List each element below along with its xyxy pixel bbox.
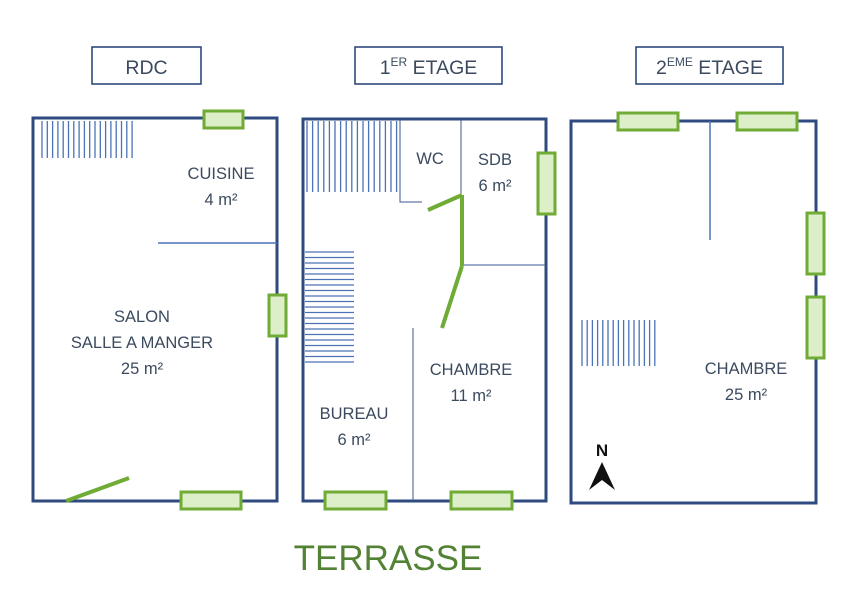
room-cuisine-name: CUISINE xyxy=(188,165,255,183)
etage1-window-bottom-left xyxy=(323,490,388,511)
etage2-window-top-right xyxy=(735,111,799,132)
plan-rdc: CUISINE 4 m² SALON SALLE A MANGER 25 m² xyxy=(31,109,288,511)
rdc-window-bottom xyxy=(179,490,243,511)
floor-tag-rdc: RDC xyxy=(91,46,202,85)
floor-tag-2eme-etage: 2EME ETAGE xyxy=(635,46,784,85)
floor-tag-2eme-etage-text: 2EME ETAGE xyxy=(656,55,763,79)
room-salon-area: 25 m² xyxy=(121,360,164,378)
room-chambre2-name: CHAMBRE xyxy=(705,360,788,378)
north-label: N xyxy=(596,441,608,460)
floor-tag-1er-etage: 1ER ETAGE xyxy=(354,46,503,85)
etage1-window-right xyxy=(536,151,557,216)
room-sdb-area: 6 m² xyxy=(479,177,513,195)
room-cuisine-area: 4 m² xyxy=(205,191,239,209)
rdc-staircase xyxy=(41,121,133,158)
etage1-outer-wall xyxy=(301,117,548,503)
room-bureau-name: BUREAU xyxy=(320,405,389,423)
etage1-staircase-upper xyxy=(306,121,398,192)
floor-tag-rdc-text: RDC xyxy=(125,57,167,79)
wc-partition xyxy=(399,119,422,203)
rdc-entrance-door xyxy=(65,476,130,503)
room-sdb-name: SDB xyxy=(478,151,512,169)
room-wc-name: WC xyxy=(416,150,444,168)
north-arrow-icon xyxy=(589,462,615,490)
etage2-window-right-lower xyxy=(805,295,826,360)
room-bureau-area: 6 m² xyxy=(338,431,372,449)
rdc-window-right xyxy=(267,293,288,338)
floor-tag-1er-etage-text: 1ER ETAGE xyxy=(380,55,478,79)
terrace-label: TERRASSE xyxy=(294,539,483,578)
plan-1er-etage: WC SDB 6 m² CHAMBRE 11 m² BUREAU 6 m² xyxy=(301,117,557,511)
room-chambre1-area: 11 m² xyxy=(451,387,492,405)
wc-door xyxy=(427,193,463,212)
etage2-window-right-upper xyxy=(805,211,826,276)
plan-2eme-etage: CHAMBRE 25 m² N xyxy=(569,111,826,505)
chambre-door xyxy=(440,265,464,329)
etage2-window-top-left xyxy=(616,111,680,132)
etage1-staircase-lower xyxy=(305,251,354,363)
room-chambre2-area: 25 m² xyxy=(725,386,768,404)
etage2-staircase xyxy=(581,320,656,366)
room-salle-a-manger-name: SALLE A MANGER xyxy=(71,334,213,352)
rdc-window-top xyxy=(202,109,245,130)
room-salon-name: SALON xyxy=(114,308,170,326)
north-arrow: N xyxy=(589,441,615,490)
room-chambre1-name: CHAMBRE xyxy=(430,361,513,379)
etage1-window-bottom-right xyxy=(449,490,514,511)
